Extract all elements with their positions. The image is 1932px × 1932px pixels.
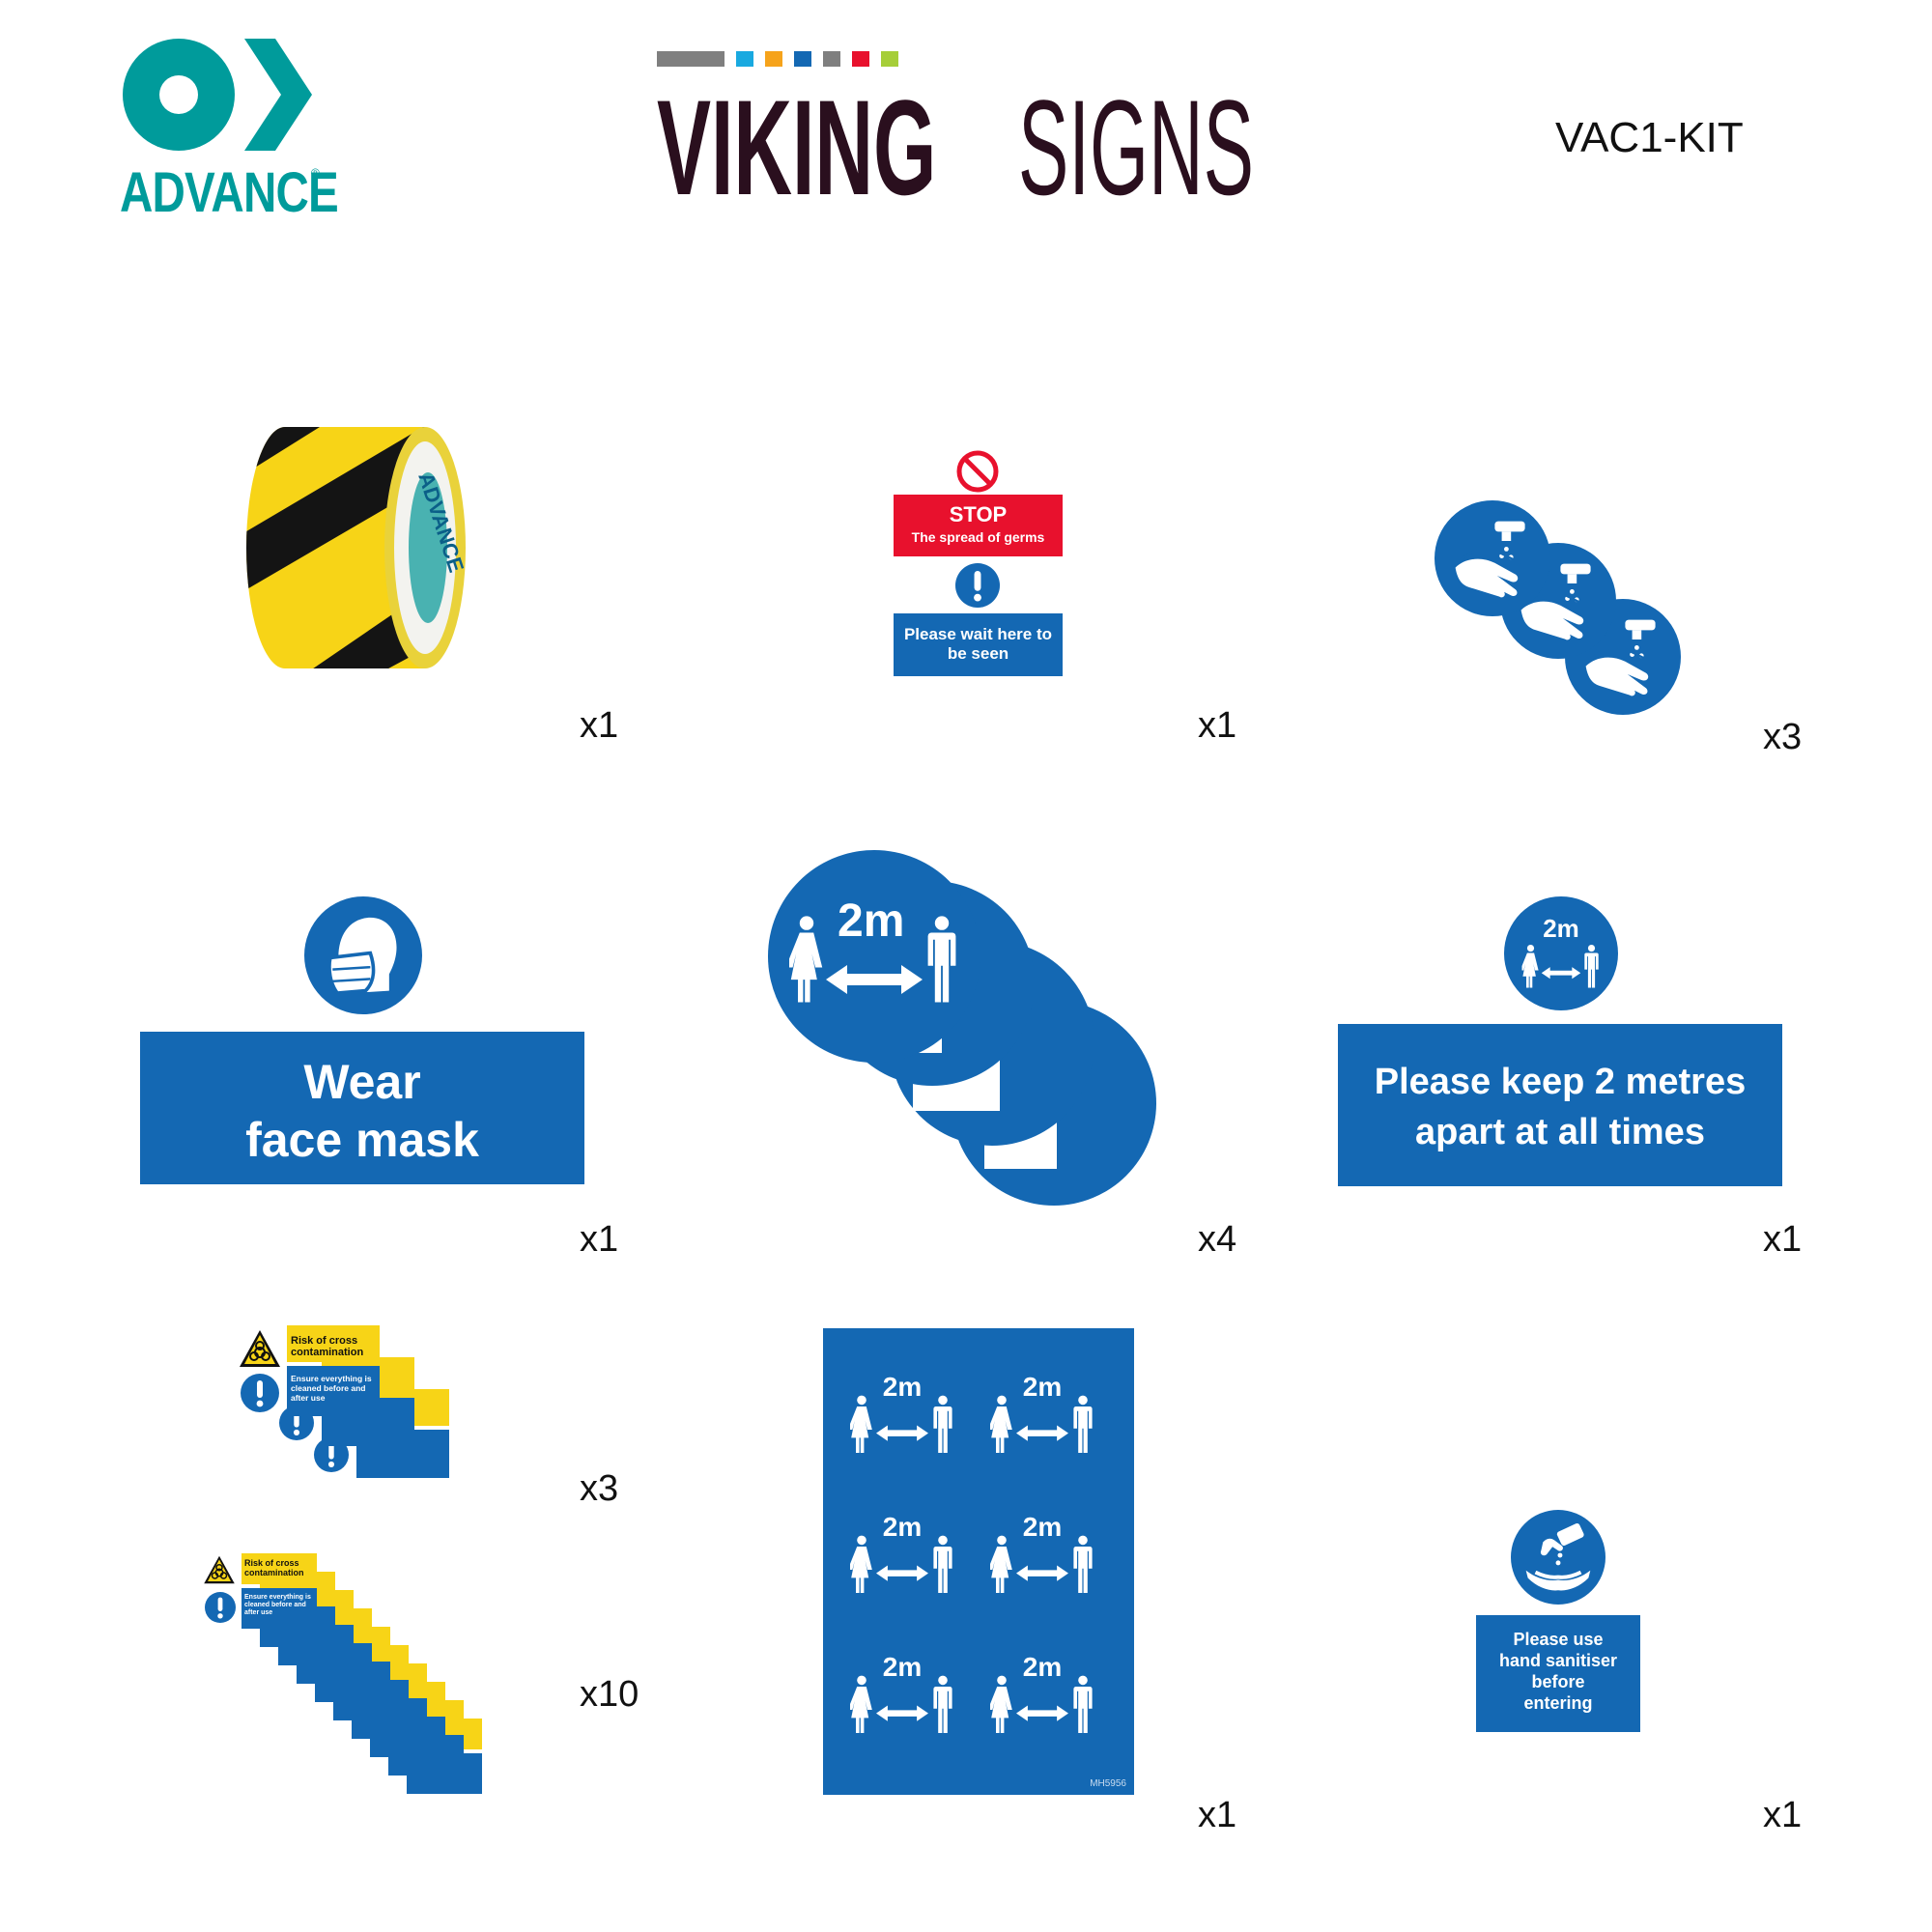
cross-contamination-small-header: Risk of cross contamination: [287, 1325, 380, 1362]
distance-floor-label: 2m: [838, 895, 905, 947]
hazard-tape-roll: ADVANCE: [246, 398, 488, 688]
social-distance-icon: [1518, 937, 1605, 995]
hand-wash-icon: [1435, 500, 1550, 616]
product-code: VAC1-KIT: [1555, 114, 1744, 161]
face-mask-line1: Wear: [303, 1055, 421, 1109]
distance-floor-front: [768, 850, 980, 1063]
distance-sheet-cell: 2m: [984, 1652, 1100, 1739]
keep-distance-label: 2m: [1543, 914, 1579, 943]
distance-sheet-cell: 2m: [844, 1512, 960, 1599]
keep-distance-quantity: x1: [1763, 1219, 1803, 1260]
swatch-3: [765, 51, 782, 67]
signs-wordmark: SIGNS: [1018, 71, 1255, 223]
swatch-6: [852, 51, 869, 67]
keep-distance-circle: 2m: [1504, 896, 1618, 1010]
viking-wordmark: VIKING: [657, 71, 937, 223]
cross-contamination-small-set: Risk of cross contamination Ensure every…: [237, 1325, 469, 1499]
swatch-7: [881, 51, 898, 67]
distance-floor-signs: 2m: [768, 850, 1174, 1208]
face-mask-quantity: x1: [580, 1219, 619, 1260]
distance-sheet-grid: 2m 2m 2m 2m 2m 2m: [844, 1372, 1124, 1748]
biohazard-warning-icon: [239, 1329, 281, 1368]
distance-sheet-cell: 2m: [844, 1372, 960, 1459]
cross-contamination-large-body: Ensure everything is cleaned before and …: [242, 1588, 317, 1629]
advance-logo-mark-icon: [123, 39, 312, 151]
distance-sheet-label: 2m: [882, 1372, 923, 1402]
keep-distance-sign: 2m Please keep 2 metres apart at all tim…: [1338, 896, 1782, 1186]
cross-contamination-large-header: Risk of cross contamination: [242, 1553, 317, 1584]
hand-wash-signs: [1435, 500, 1686, 723]
distance-sheet-label: 2m: [882, 1652, 923, 1682]
swatch-4: [794, 51, 811, 67]
no-entry-icon: [956, 450, 999, 493]
viking-signs-logo: VIKING SIGNS: [657, 43, 1294, 227]
keep-distance-panel: Please keep 2 metres apart at all times: [1338, 1024, 1782, 1186]
stop-subtitle: The spread of germs: [911, 529, 1045, 545]
distance-sheet-cell: 2m: [844, 1652, 960, 1739]
advance-logo: ADVANCE ®: [116, 37, 348, 230]
sanitiser-line1: Please use: [1513, 1630, 1604, 1649]
keep-distance-line1: Please keep 2 metres: [1374, 1062, 1747, 1102]
hand-sanitiser-icon: [1511, 1510, 1605, 1605]
biohazard-warning-icon: [203, 1555, 236, 1584]
swatch-2: [736, 51, 753, 67]
cross-contamination-small-quantity: x3: [580, 1468, 619, 1509]
hazard-tape-icon: ADVANCE: [246, 427, 469, 668]
cross-contamination-large-quantity: x10: [580, 1674, 639, 1715]
distance-floor-quantity: x4: [1198, 1219, 1237, 1260]
sanitiser-line4: entering: [1523, 1693, 1593, 1713]
mandatory-icon: [205, 1592, 236, 1623]
distance-sheet-label: 2m: [882, 1512, 923, 1542]
stop-panel: STOP The spread of germs: [894, 495, 1063, 556]
cross-contamination-small-body: Ensure everything is cleaned before and …: [287, 1366, 380, 1416]
face-mask-line2: face mask: [245, 1113, 479, 1167]
distance-sheet-cell: 2m: [984, 1512, 1100, 1599]
distance-floor-stack: [768, 850, 1156, 1206]
wait-message: Please wait here to be seen: [903, 625, 1053, 663]
swatch-1: [657, 51, 724, 67]
distance-sheet-cell: 2m: [984, 1372, 1100, 1459]
swatch-5: [823, 51, 840, 67]
stop-germs-sign: STOP The spread of germs Please wait her…: [894, 449, 1063, 676]
distance-sheet-label: 2m: [1022, 1372, 1063, 1402]
registered-mark: ®: [311, 166, 320, 180]
tape-quantity: x1: [580, 705, 619, 746]
face-mask-panel: Wear face mask: [140, 1032, 584, 1184]
face-mask-icon: [304, 896, 422, 1014]
mandatory-icon: [241, 1374, 279, 1412]
hand-wash-quantity: x3: [1763, 717, 1803, 757]
distance-sheet-quantity: x1: [1198, 1795, 1237, 1835]
sanitiser-quantity: x1: [1763, 1795, 1803, 1835]
sanitiser-sign: Please use hand sanitiser before enterin…: [1476, 1510, 1640, 1732]
distance-sheet-label: 2m: [1022, 1652, 1063, 1682]
stop-title: STOP: [949, 502, 1008, 526]
wait-panel: Please wait here to be seen: [894, 613, 1063, 676]
distance-sheet-code: MH5956: [1090, 1778, 1126, 1789]
distance-sheet: 2m 2m 2m 2m 2m 2m MH5956: [823, 1328, 1134, 1795]
sanitiser-panel: Please use hand sanitiser before enterin…: [1476, 1615, 1640, 1732]
stop-sign-quantity: x1: [1198, 705, 1237, 746]
sanitiser-line3: before: [1531, 1672, 1585, 1691]
cross-contamination-small-card: Risk of cross contamination Ensure every…: [237, 1325, 382, 1417]
keep-distance-line2: apart at all times: [1415, 1112, 1705, 1152]
face-mask-sign: Wear face mask: [140, 896, 584, 1186]
mandatory-icon: [955, 563, 1000, 608]
sanitiser-line2: hand sanitiser: [1498, 1651, 1618, 1670]
advance-wordmark: ADVANCE: [120, 161, 339, 224]
distance-sheet-label: 2m: [1022, 1512, 1063, 1542]
